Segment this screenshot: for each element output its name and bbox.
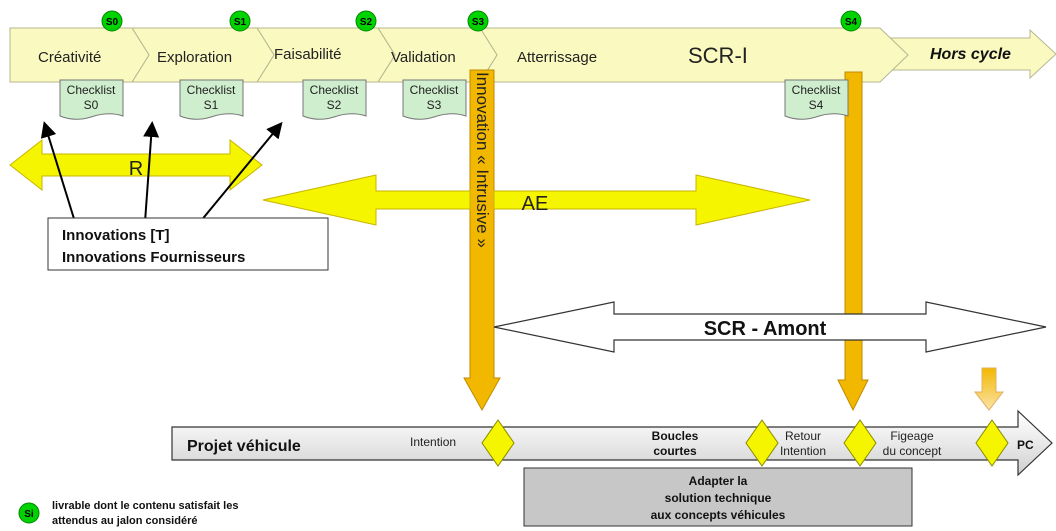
svg-text:Adapter la: Adapter la — [689, 474, 748, 488]
r-label: R — [129, 158, 143, 180]
vertical-arrow-s4 — [837, 71, 869, 412]
figeage-line2: du concept — [883, 444, 942, 458]
phase-label-creativite: Créativité — [38, 49, 101, 66]
legend-symbol: Si — [24, 509, 34, 520]
milestone-markers: S0 S1 S2 S3 S4 — [101, 10, 862, 32]
svg-text:Checklist: Checklist — [410, 83, 459, 97]
figeage-line1: Figeage — [890, 429, 934, 443]
checklist-s1: Checklist S1 — [179, 79, 244, 120]
svg-text:S0: S0 — [84, 98, 99, 112]
vertical-arrow-innovation — [463, 69, 501, 412]
adapter-box: Adapter la solution technique aux concep… — [523, 467, 913, 527]
hors-cycle-label: Hors cycle — [930, 46, 1011, 63]
svg-text:aux concepts véhicules: aux concepts véhicules — [651, 508, 786, 522]
checklist-s2: Checklist S2 — [302, 79, 367, 120]
svg-text:Innovations Fournisseurs: Innovations Fournisseurs — [62, 249, 245, 266]
milestone-s1-label: S1 — [234, 17, 247, 28]
scr-amont-double-arrow: SCR - Amont — [493, 301, 1047, 353]
intention-label: Intention — [410, 435, 456, 449]
phase-label-validation: Validation — [391, 49, 456, 66]
milestone-s2 — [355, 10, 377, 32]
svg-text:S3: S3 — [427, 98, 442, 112]
pc-label: PC — [1017, 438, 1034, 452]
projet-vehicule-bar: Projet véhicule Intention Boucles courte… — [171, 409, 1053, 477]
scr-i-label: SCR-I — [688, 43, 748, 68]
svg-text:S2: S2 — [327, 98, 342, 112]
phase-label-exploration: Exploration — [157, 49, 232, 66]
milestone-s0 — [101, 10, 123, 32]
scr-amont-label: SCR - Amont — [704, 318, 827, 340]
projet-vehicule-label: Projet véhicule — [187, 438, 301, 455]
ae-double-arrow: AE — [262, 174, 811, 226]
retour-line1: Retour — [785, 429, 821, 443]
diamond-retour — [745, 419, 779, 467]
milestone-s1 — [229, 10, 251, 32]
checklist-s3: Checklist S3 — [402, 79, 467, 120]
svg-text:S1: S1 — [204, 98, 219, 112]
innovation-pointer-lines — [40, 121, 283, 223]
checklist-s0: Checklist S0 — [59, 79, 124, 120]
legend: Si livrable dont le contenu satisfait le… — [18, 500, 238, 527]
r-double-arrow: R — [9, 138, 263, 192]
milestone-s3 — [467, 10, 489, 32]
svg-text:Checklist: Checklist — [310, 83, 359, 97]
milestone-s2-label: S2 — [360, 17, 373, 28]
milestone-s4 — [840, 10, 862, 32]
phase-label-faisabilite: Faisabilité — [274, 46, 342, 63]
phase-label-atterrissage: Atterrissage — [517, 49, 597, 66]
legend-line2: attendus au jalon considéré — [52, 515, 197, 527]
phase-bar: Créativité Exploration Faisabilité Valid… — [9, 27, 1056, 83]
diamond-pc — [975, 419, 1009, 467]
checklists: Checklist S0 Checklist S1 Checklist S2 C… — [59, 79, 849, 120]
boucles-line2: courtes — [653, 444, 697, 458]
legend-milestone-icon — [18, 502, 40, 524]
milestone-s4-label: S4 — [845, 17, 858, 28]
svg-text:Checklist: Checklist — [67, 83, 116, 97]
ae-label: AE — [522, 193, 549, 215]
svg-text:solution technique: solution technique — [665, 491, 772, 505]
legend-line1: livrable dont le contenu satisfait les — [52, 500, 238, 512]
svg-text:Innovations [T]: Innovations [T] — [62, 227, 170, 244]
innovation-intrusive-label: Innovation « Intrusive » — [473, 72, 492, 248]
boucles-line1: Boucles — [652, 429, 699, 443]
milestone-s0-label: S0 — [106, 17, 119, 28]
svg-text:Checklist: Checklist — [792, 83, 841, 97]
milestone-s3-label: S3 — [472, 17, 485, 28]
vertical-arrow-pc — [973, 367, 1005, 411]
svg-text:S4: S4 — [809, 98, 824, 112]
checklist-s4: Checklist S4 — [784, 79, 849, 120]
diamond-figeage — [843, 419, 877, 467]
retour-line2: Intention — [780, 444, 826, 458]
innovations-box: Innovations [T] Innovations Fournisseurs — [47, 217, 329, 271]
svg-text:Checklist: Checklist — [187, 83, 236, 97]
diamond-intention — [481, 419, 515, 467]
